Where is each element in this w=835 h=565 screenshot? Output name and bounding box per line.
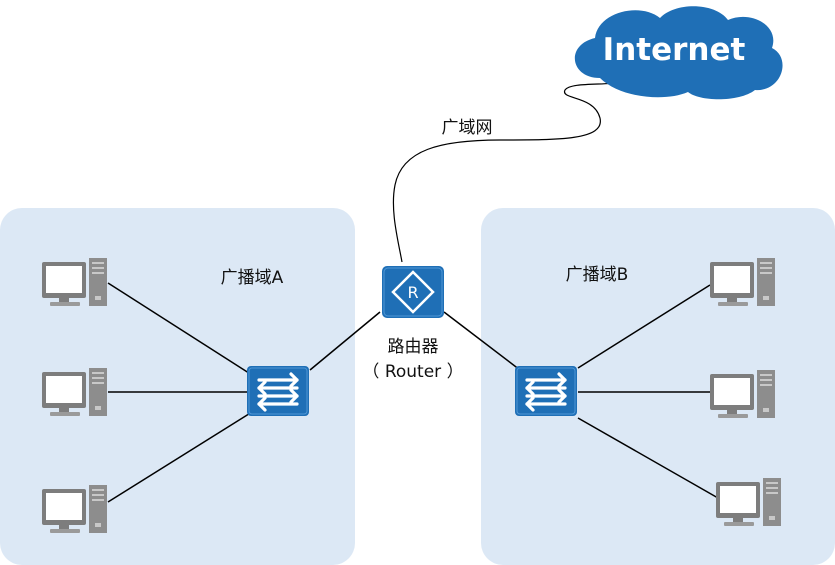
router-sublabel: （ Router ） (362, 362, 463, 382)
link-switch-b-pc-b3 (577, 417, 719, 499)
internet-label: Internet (603, 32, 746, 68)
broadcast-domain-a-area (0, 208, 355, 565)
broadcast-domain-a-label: 广播域A (221, 268, 284, 288)
switch-b-icon (513, 364, 579, 418)
link-pc-a3-switch-a (107, 411, 253, 503)
wan-label: 广域网 (442, 118, 493, 138)
switch-a-icon (245, 364, 311, 418)
wan-link (392, 77, 641, 263)
router-icon-letter: R (407, 283, 418, 302)
router-label: 路由器 (388, 337, 439, 357)
internet-cloud-icon: Internet (574, 6, 783, 100)
link-switch-b-pc-b1 (577, 284, 711, 369)
link-pc-a1-switch-a (107, 282, 253, 376)
link-switch-a-router (309, 311, 381, 371)
broadcast-domain-b-label: 广播域B (566, 265, 629, 285)
link-router-switch-b (443, 311, 521, 371)
router-icon: R (382, 266, 444, 318)
